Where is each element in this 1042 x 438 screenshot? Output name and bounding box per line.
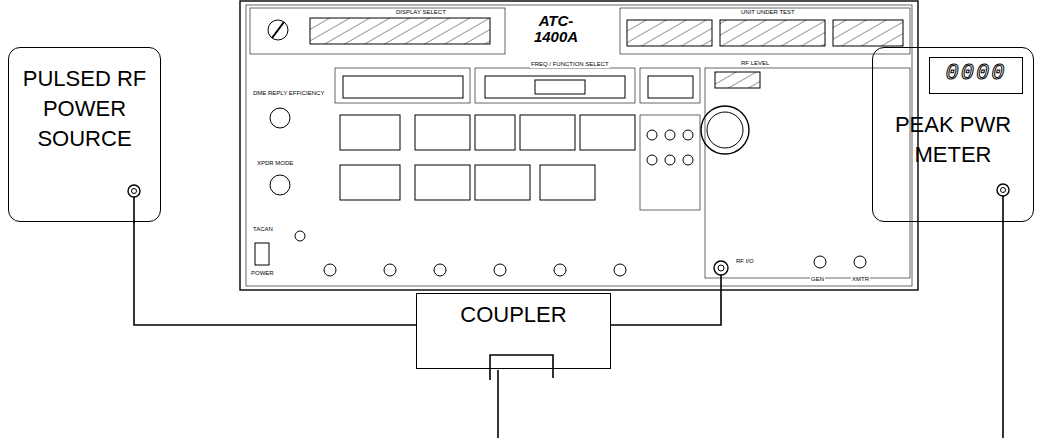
meter-box: PEAK PWR METER 0000 bbox=[872, 47, 1034, 222]
node-label: COUPLER bbox=[421, 300, 606, 330]
panel-label: XPDR MODE bbox=[256, 160, 294, 167]
node-label: PULSED RF POWER SOURCE bbox=[13, 64, 156, 154]
panel-label: RF I/O bbox=[735, 258, 755, 265]
panel-label: FREQ / FUNCTION SELECT bbox=[530, 61, 610, 68]
test-set-panel: ATC-1400A bbox=[240, 1, 918, 290]
panel-label: POWER bbox=[250, 270, 275, 277]
coupler-box: COUPLER bbox=[416, 293, 611, 369]
cable bbox=[611, 290, 721, 325]
panel-label: UNIT UNDER TEST bbox=[740, 9, 796, 16]
source-box: PULSED RF POWER SOURCE bbox=[8, 47, 161, 222]
node-label: PEAK PWR METER bbox=[877, 110, 1029, 170]
panel-label: XMTR bbox=[851, 276, 870, 283]
node-label: ATC-1400A bbox=[526, 13, 586, 45]
node-label: 0000 bbox=[934, 60, 1018, 88]
cable bbox=[134, 222, 416, 325]
panel-label: DISPLAY SELECT bbox=[395, 9, 447, 16]
panel-label: TACAN bbox=[252, 226, 274, 233]
panel-label: RF LEVEL bbox=[740, 60, 770, 67]
panel-label: DME REPLY EFFICIENCY bbox=[252, 90, 325, 97]
panel-label: GEN bbox=[810, 276, 825, 283]
meter-display: 0000 bbox=[929, 57, 1023, 94]
